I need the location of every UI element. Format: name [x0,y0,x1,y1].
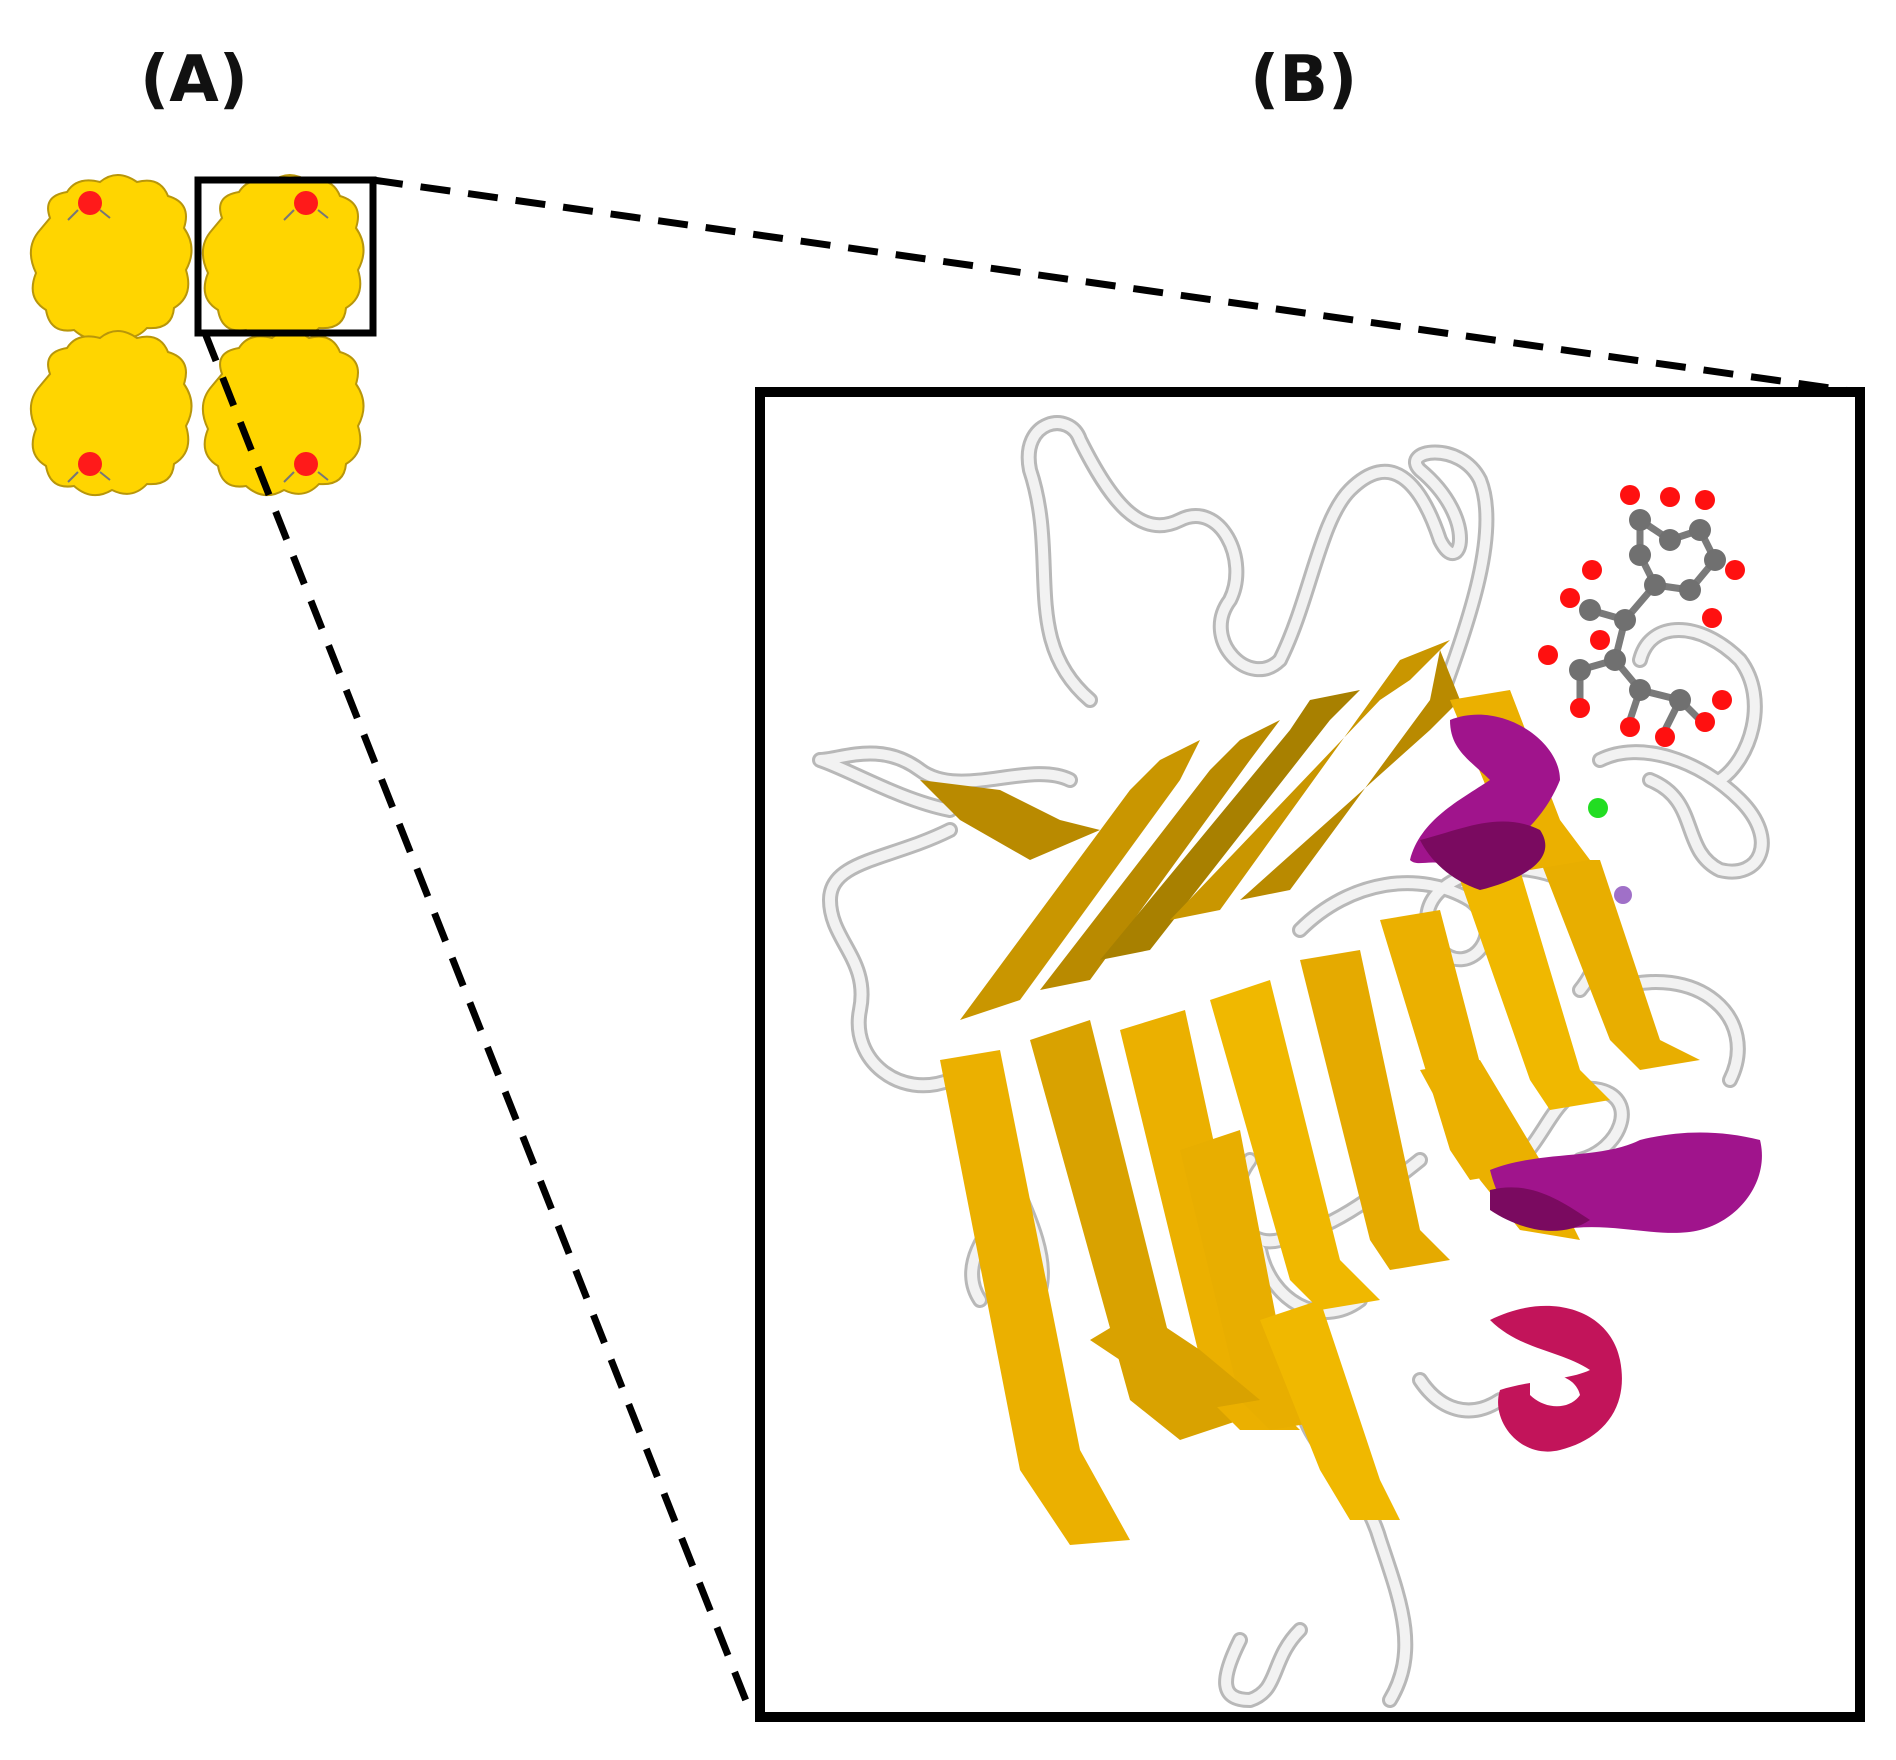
subunit-blob [201,330,365,497]
active-site-whisker [99,471,111,481]
beta-strand [1260,1300,1400,1520]
carbon-atoms [1569,509,1726,711]
structure-panel [755,387,1865,1722]
zoom-connectors [201,176,1859,1718]
calcium-ion [1588,798,1608,818]
zoom-line-bottom [201,331,756,1718]
oxygen-atoms [1538,485,1745,747]
active-site-dot [294,452,318,476]
alpha-helix [1420,821,1546,890]
panel-a-label: (A) [140,43,249,117]
bound-ligand [1538,485,1745,747]
active-site-whisker [283,471,295,483]
active-site-whisker [317,209,329,219]
beta-strand [1100,690,1360,960]
tetramer-panel [29,174,377,497]
subunit-blob [29,330,193,497]
beta-strand [1210,980,1380,1310]
beta-strand [1300,950,1450,1270]
beta-strand [1030,1020,1240,1440]
zoom-selection-box [194,176,377,337]
sodium-ion [1614,886,1632,904]
active-site-whisker [317,471,329,481]
beta-strand [1460,870,1610,1110]
active-site-whisker [99,209,111,219]
active-site-whisker [67,471,79,483]
beta-strand [1090,1310,1260,1410]
beta-strand [940,1050,1130,1545]
beta-strand [960,740,1200,1020]
subunit-top-left [29,174,193,341]
active-site-whisker [283,209,295,221]
beta-strand [1170,640,1450,920]
beta-strand [1180,1130,1330,1430]
active-site-dot [78,452,102,476]
beta-strand [1240,650,1460,900]
alpha-helix [1490,1305,1622,1452]
subunit-bottom-right [201,330,365,497]
subunit-blob [201,174,365,341]
alpha-helices [1410,714,1762,1452]
subunit-top-right [201,174,365,341]
panel-b-label: (B) [1250,43,1358,117]
alpha-helix [1490,1187,1590,1231]
active-site-dot [294,191,318,215]
subunit-bottom-left [29,330,193,497]
alpha-helix [1530,1375,1580,1407]
beta-strand [1540,860,1700,1070]
beta-strand [1040,720,1280,990]
active-site-whisker [67,209,79,221]
zoom-line-top [372,176,1859,396]
active-site-dot [78,191,102,215]
beta-strand [920,780,1100,860]
subunit-blob [29,174,193,341]
